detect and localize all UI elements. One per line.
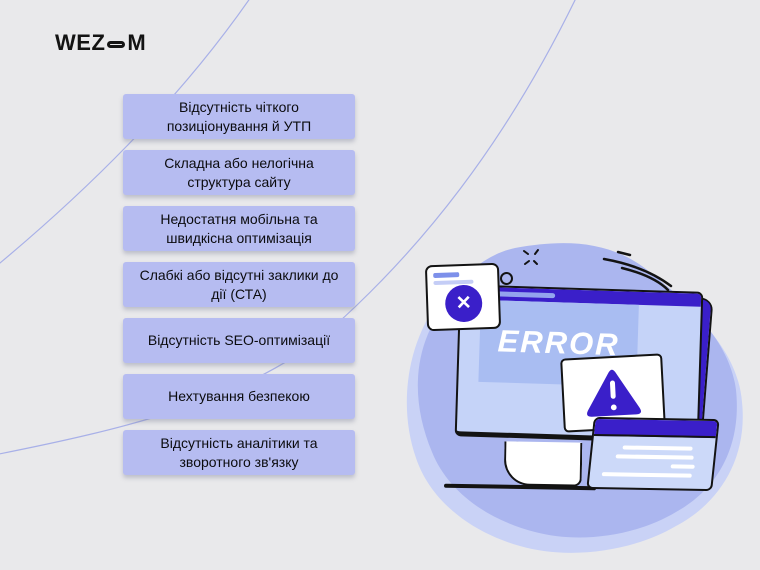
popup-text-line: [433, 279, 474, 286]
laptop-text-line: [670, 464, 695, 469]
error-illustration: ERROR ✕: [400, 222, 760, 562]
laptop-text-line: [601, 472, 692, 478]
laptop-text-line: [615, 454, 694, 460]
error-cross-icon: ✕: [444, 284, 483, 323]
monitor-stand: [503, 441, 583, 487]
popup-text-line: [433, 272, 460, 279]
problem-item: Недостатня мобільна та швидкісна оптиміз…: [123, 206, 355, 251]
problems-list: Відсутність чіткого позиціонування й УТП…: [123, 94, 355, 486]
warning-card: [560, 353, 666, 433]
circle-decoration: [500, 272, 513, 285]
error-popup-card: ✕: [424, 262, 502, 332]
logo-text-right: M: [127, 30, 147, 55]
problem-item: Відсутність аналітики та зворотного зв'я…: [123, 430, 355, 475]
problem-item: Відсутність чіткого позиціонування й УТП: [123, 94, 355, 139]
laptop: [586, 416, 720, 492]
laptop-topbar: [593, 418, 718, 439]
logo-oval-icon: [107, 40, 126, 48]
cross-glyph: ✕: [455, 292, 473, 315]
problem-item: Відсутність SEO-оптимізації: [123, 318, 355, 363]
motion-lines-icon: [602, 250, 673, 292]
problem-item: Слабкі або відсутні заклики до дії (СТА): [123, 262, 355, 307]
warning-triangle-icon: [587, 369, 642, 417]
sparkle-icon: [523, 249, 539, 265]
laptop-text-line: [622, 445, 693, 451]
brand-logo: WEZ M: [55, 30, 146, 56]
problem-item: Нехтування безпекою: [123, 374, 355, 419]
problem-item: Складна або нелогічна структура сайту: [123, 150, 355, 195]
logo-text-left: WEZ: [55, 30, 106, 55]
